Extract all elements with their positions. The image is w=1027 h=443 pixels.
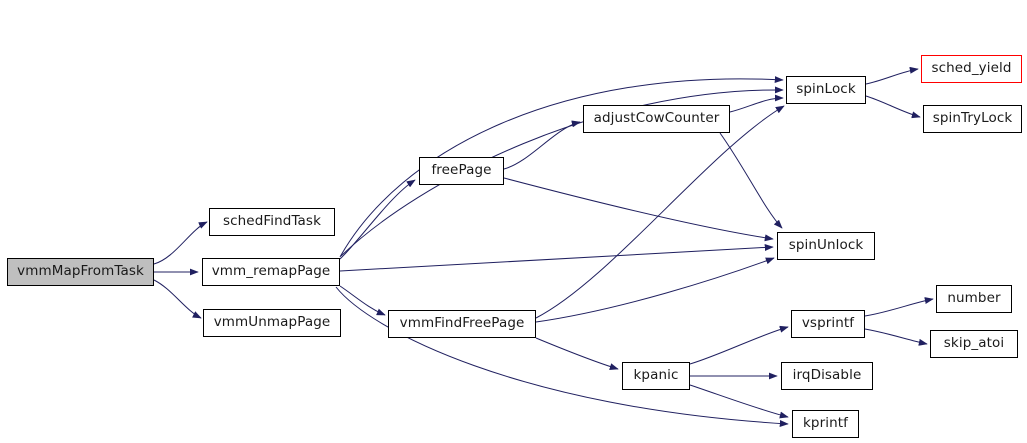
graph-edge-vmmFindFreePage-to-spinUnlock	[535, 257, 775, 323]
graph-edge-vsprintf-to-skip_atoi	[864, 328, 928, 346]
graph-edge-vmm_remapPage-to-spinUnlock	[339, 243, 774, 272]
graph-edge-vmmFindFreePage-to-kpanic	[535, 337, 619, 370]
graph-node-spinLock[interactable]: spinLock	[786, 76, 866, 104]
graph-edge-kpanic-to-vsprintf	[689, 325, 789, 365]
graph-node-vmmFindFreePage[interactable]: vmmFindFreePage	[388, 310, 536, 338]
graph-edge-vmmMapFromTask-to-schedFindTask	[153, 221, 208, 265]
graph-edge-vmmMapFromTask-to-vmmUnmapPage	[153, 279, 202, 319]
graph-edge-vmmFindFreePage-to-spinLock	[535, 105, 785, 319]
graph-node-skip_atoi[interactable]: skip_atoi	[930, 330, 1018, 358]
graph-node-kprintf[interactable]: kprintf	[792, 410, 859, 438]
graph-edge-spinLock-to-spinTryLock	[865, 95, 921, 119]
graph-edge-vmm_remapPage-to-kprintf	[335, 286, 789, 428]
graph-node-freePage[interactable]: freePage	[419, 157, 504, 185]
graph-edge-vmm_remapPage-to-vmmFindFreePage	[339, 285, 386, 316]
graph-node-spinUnlock[interactable]: spinUnlock	[777, 232, 875, 260]
graph-edge-kpanic-to-kprintf	[689, 384, 789, 419]
graph-node-irqDisable[interactable]: irqDisable	[781, 362, 873, 390]
graph-node-vmmMapFromTask[interactable]: vmmMapFromTask	[7, 258, 154, 286]
graph-edge-freePage-to-adjustCowCounter	[503, 120, 581, 170]
graph-node-number[interactable]: number	[936, 285, 1012, 313]
graph-node-spinTryLock[interactable]: spinTryLock	[923, 105, 1022, 133]
graph-node-schedFindTask[interactable]: schedFindTask	[209, 208, 335, 236]
graph-node-kpanic[interactable]: kpanic	[622, 362, 690, 390]
graph-node-vsprintf[interactable]: vsprintf	[791, 310, 865, 338]
graph-edge-freePage-to-spinUnlock	[503, 177, 774, 242]
graph-node-sched_yield[interactable]: sched_yield	[921, 55, 1022, 83]
graph-edge-vmm_remapPage-to-freePage	[339, 179, 416, 260]
graph-node-adjustCowCounter[interactable]: adjustCowCounter	[583, 105, 730, 133]
graph-edge-spinLock-to-sched_yield	[865, 66, 919, 85]
graph-edge-adjustCowCounter-to-spinLock	[729, 94, 784, 113]
graph-edge-vsprintf-to-number	[864, 297, 934, 317]
graph-edge-adjustCowCounter-to-spinUnlock	[719, 132, 783, 229]
graph-node-vmmUnmapPage[interactable]: vmmUnmapPage	[203, 309, 341, 337]
graph-node-vmm_remapPage[interactable]: vmm_remapPage	[202, 258, 340, 286]
